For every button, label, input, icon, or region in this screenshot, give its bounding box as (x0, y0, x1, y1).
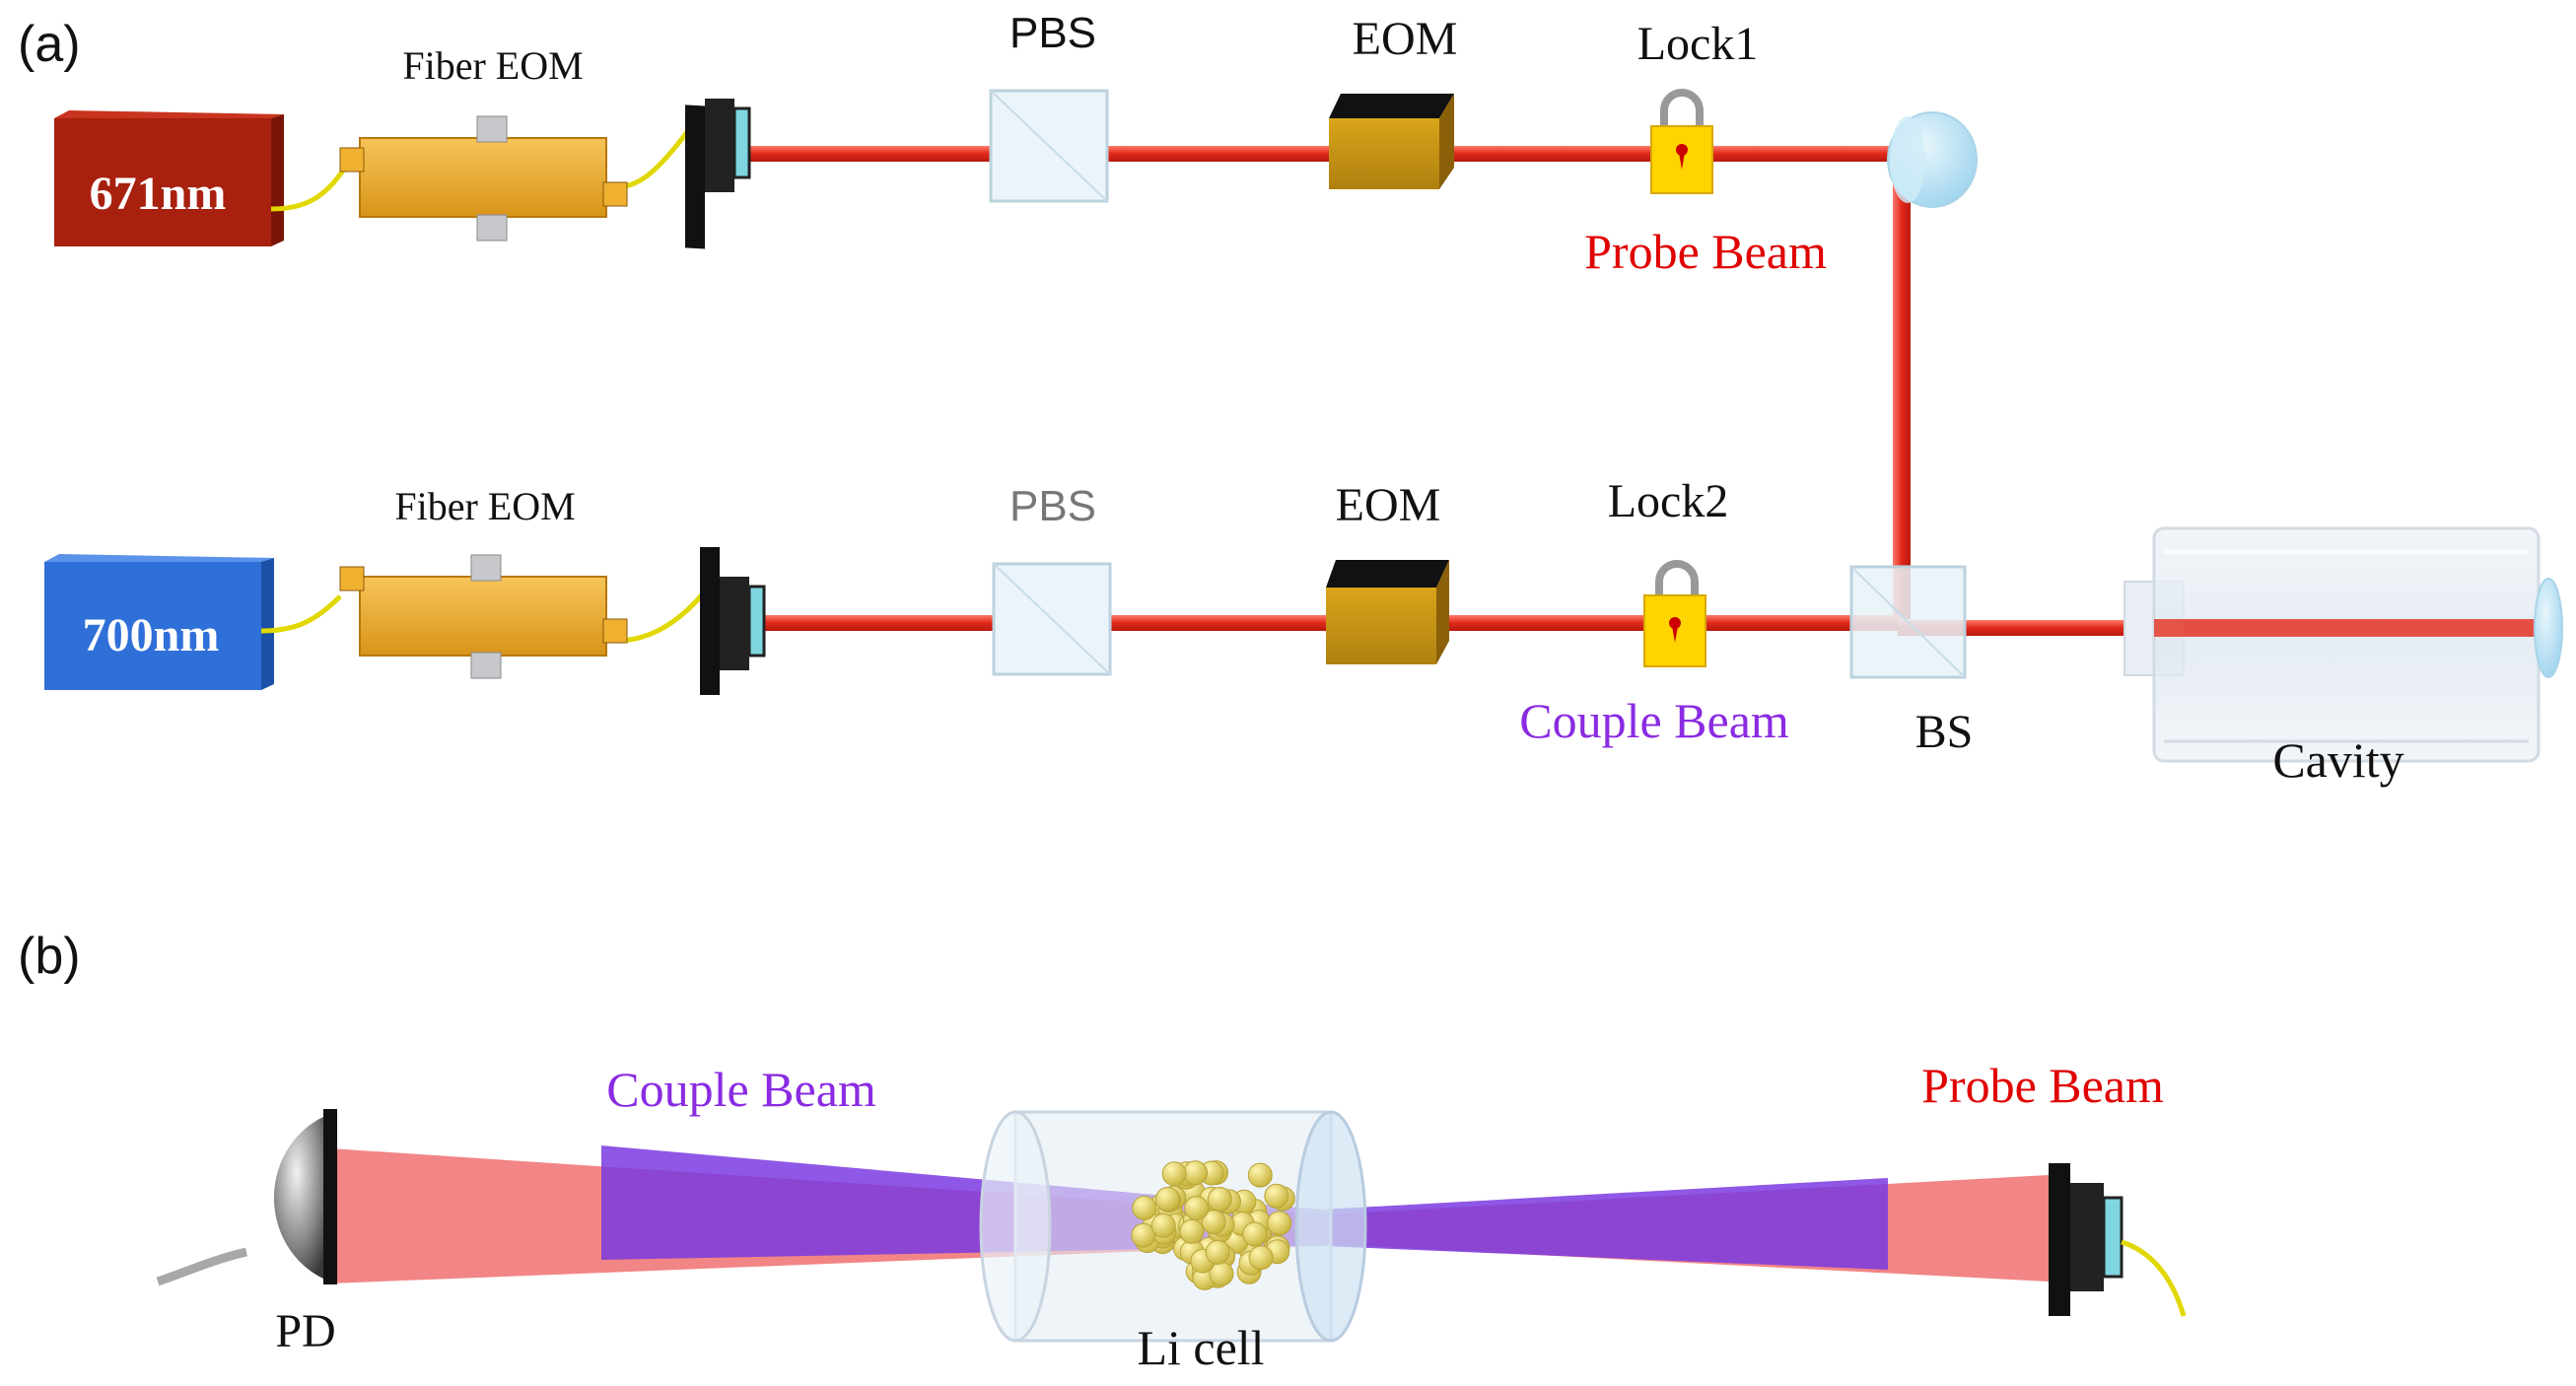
lithium-atom (1267, 1211, 1292, 1236)
lithium-atom (1207, 1187, 1232, 1212)
fiber-cable-bottom-left (260, 594, 342, 634)
cavity: Cavity (2123, 526, 2563, 788)
lithium-atom (1248, 1245, 1274, 1271)
fiber-cable-top-right (615, 126, 692, 190)
lock1-label: Lock1 (1637, 18, 1759, 70)
fiber-eom-bottom-label: Fiber EOM (394, 484, 575, 528)
couple-beam-label-a: Couple Beam (1519, 693, 1789, 748)
bs-label: BS (1915, 706, 1974, 758)
beam-splitter: BS (1849, 565, 1974, 758)
lithium-atom (1242, 1221, 1268, 1247)
lock1-icon: Lock1 (1637, 18, 1759, 194)
lithium-atom (1131, 1222, 1156, 1248)
pbs-top-label: PBS (1010, 9, 1096, 57)
probe-beam-label-a: Probe Beam (1584, 224, 1827, 279)
probe-beam-path (725, 146, 1911, 619)
fiber-cable-bottom-right (615, 589, 707, 644)
laser-671nm: 671nm (54, 110, 284, 246)
fiber-eom-top-label: Fiber EOM (402, 43, 583, 88)
eom-bottom: EOM (1326, 479, 1449, 664)
fiber-cable-top-left (270, 166, 348, 212)
lithium-atom (1154, 1187, 1180, 1212)
lock2-label: Lock2 (1608, 475, 1729, 527)
photodetector: PD (156, 1109, 337, 1357)
eom-top: EOM (1329, 13, 1457, 189)
couple-beam-label-b: Couple Beam (606, 1062, 876, 1117)
lithium-atom (1264, 1183, 1289, 1209)
panel-b-label: (b) (18, 928, 81, 985)
fiber-eom-top: Fiber EOM (339, 43, 628, 242)
laser-700nm: 700nm (44, 554, 274, 690)
lithium-atom (1150, 1213, 1176, 1238)
collimator-panel-b (2049, 1163, 2187, 1317)
lock2-icon: Lock2 (1608, 475, 1729, 667)
mirror-top-right (1887, 111, 1978, 208)
lithium-atom (1247, 1162, 1273, 1188)
pbs-bottom: PBS (992, 482, 1112, 676)
fiber-eom-bottom: Fiber EOM (339, 484, 628, 679)
cavity-label: Cavity (2272, 732, 2403, 788)
laser-671nm-label: 671nm (90, 168, 227, 220)
panel-a-label: (a) (18, 16, 81, 73)
lithium-atom (1183, 1160, 1209, 1186)
lithium-atoms (1131, 1160, 1295, 1290)
lithium-atom (1179, 1218, 1205, 1244)
collimator-bottom (700, 547, 766, 695)
eom-bottom-label: EOM (1336, 479, 1441, 531)
laser-700nm-label: 700nm (83, 609, 220, 661)
eom-top-label: EOM (1353, 13, 1458, 65)
lithium-atom (1132, 1195, 1157, 1220)
collimator-top (685, 99, 751, 249)
pbs-top: PBS (989, 9, 1109, 203)
lithium-atom (1184, 1196, 1210, 1221)
pd-label: PD (275, 1305, 335, 1357)
lithium-atom (1161, 1161, 1187, 1187)
probe-beam-label-b: Probe Beam (1921, 1058, 2164, 1113)
pbs-bottom-label: PBS (1010, 482, 1096, 530)
li-cell-label: Li cell (1137, 1320, 1264, 1375)
lithium-atom (1201, 1210, 1226, 1235)
lithium-atom (1205, 1239, 1230, 1265)
